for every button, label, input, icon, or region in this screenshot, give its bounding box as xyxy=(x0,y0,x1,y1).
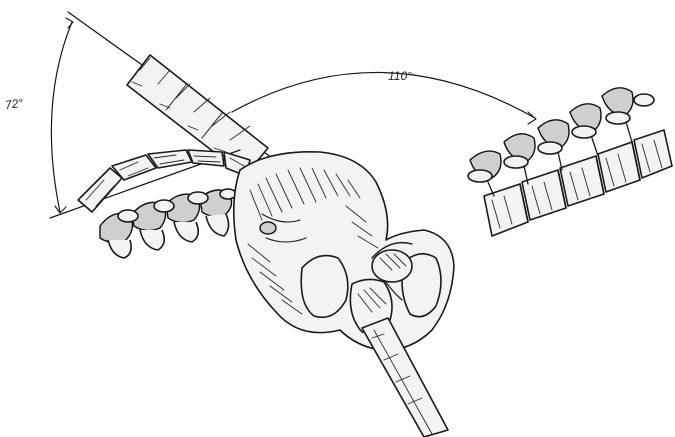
angle-label-110: 110° xyxy=(388,69,412,83)
angle-arc-72 xyxy=(51,18,73,213)
angle-arc-110 xyxy=(232,72,536,124)
angle-label-72: 72° xyxy=(4,96,24,112)
lumbar-vertebrae-left xyxy=(78,150,250,258)
lumbar-vertebrae-right xyxy=(468,88,672,236)
pelvis xyxy=(234,152,454,350)
